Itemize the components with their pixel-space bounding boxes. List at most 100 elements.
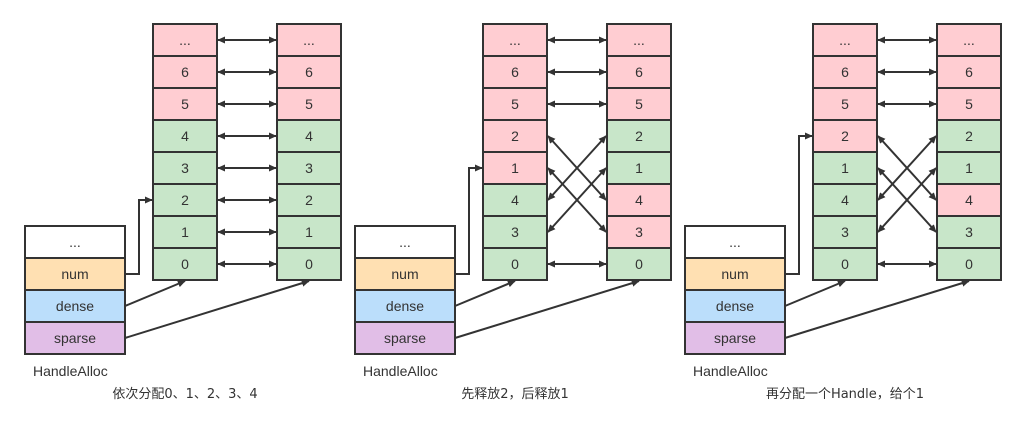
- sparse-cell-label: 5: [965, 96, 973, 112]
- sparse-cell: 1: [936, 151, 1002, 185]
- sparse-cell-box: [936, 215, 1002, 249]
- sparse-cell-label: 3: [305, 160, 313, 176]
- sparse-pointer-arrow: [124, 279, 310, 339]
- dense-cell-label: 0: [841, 256, 849, 272]
- sparse-cell: 4: [276, 119, 342, 153]
- dense-cell-label: 0: [181, 256, 189, 272]
- dense-cell-box: [812, 55, 878, 89]
- struct-field-sparse: sparse: [354, 321, 456, 355]
- struct-field-num: num: [24, 257, 126, 291]
- dense-cell: 3: [812, 215, 878, 249]
- dense-cell: 1: [812, 151, 878, 185]
- dense-cell-label: 4: [841, 192, 849, 208]
- dense-cell: 5: [812, 87, 878, 121]
- sparse-cell-label: 6: [965, 64, 973, 80]
- sparse-cell-box: [606, 119, 672, 153]
- dense-cell: 4: [812, 183, 878, 217]
- dense-cell-label: ...: [179, 32, 191, 48]
- dense-cell: 0: [812, 247, 878, 281]
- dense-cell: 6: [152, 55, 218, 89]
- dense-cell-label: 4: [181, 128, 189, 144]
- struct-field-ellipsis-label: ...: [399, 234, 411, 250]
- struct-field-sparse-box: [24, 321, 126, 355]
- struct-field-sparse: sparse: [24, 321, 126, 355]
- sparse-cell-box: [936, 119, 1002, 153]
- sparse-cell: ...: [936, 23, 1002, 57]
- sparse-cell: 1: [606, 151, 672, 185]
- sparse-cell: 0: [936, 247, 1002, 281]
- dense-cell-label: 3: [511, 224, 519, 240]
- struct-field-ellipsis-box: [354, 225, 456, 259]
- dense-cell-label: 2: [841, 128, 849, 144]
- dense-cell: 3: [482, 215, 548, 249]
- dense-cell-label: 3: [181, 160, 189, 176]
- sparse-cell-label: 1: [305, 224, 313, 240]
- sparse-cell-label: 0: [965, 256, 973, 272]
- struct-name: HandleAlloc: [33, 363, 108, 379]
- dense-cell-box: [482, 183, 548, 217]
- sparse-cell-label: 0: [635, 256, 643, 272]
- dense-cell: 0: [482, 247, 548, 281]
- struct-field-num: num: [684, 257, 786, 291]
- struct-field-dense: dense: [24, 289, 126, 323]
- sparse-cell-box: [276, 247, 342, 281]
- sparse-cell-label: 6: [305, 64, 313, 80]
- sparse-cell: ...: [276, 23, 342, 57]
- dense-cell: 0: [152, 247, 218, 281]
- sparse-cell: 0: [276, 247, 342, 281]
- dense-cell-label: 5: [511, 96, 519, 112]
- dense-cell-label: ...: [509, 32, 521, 48]
- struct-field-sparse-box: [684, 321, 786, 355]
- struct-field-dense-label: dense: [386, 298, 424, 314]
- sparse-cell-label: 2: [965, 128, 973, 144]
- dense-cell-label: ...: [839, 32, 851, 48]
- bidirectional-arrow: [877, 167, 937, 233]
- dense-cell-label: 2: [511, 128, 519, 144]
- num-pointer-arrow: [785, 132, 813, 275]
- sparse-cell-label: ...: [633, 32, 645, 48]
- sparse-cell-label: 4: [965, 192, 973, 208]
- struct-field-ellipsis-label: ...: [69, 234, 81, 250]
- struct-field-dense-box: [684, 289, 786, 323]
- sparse-cell: 4: [936, 183, 1002, 217]
- panel-caption: 再分配一个Handle，给个1: [766, 387, 924, 402]
- dense-pointer-arrow: [124, 280, 186, 307]
- sparse-pointer-arrow: [784, 279, 970, 339]
- struct-field-num-label: num: [721, 266, 748, 282]
- panel-2: ...6521430...6521430...numdensesparseHan…: [354, 23, 672, 402]
- sparse-cell: 2: [936, 119, 1002, 153]
- dense-cell-box: [812, 215, 878, 249]
- dense-cell-box: [812, 183, 878, 217]
- sparse-cell: 3: [606, 215, 672, 249]
- struct-field-dense: dense: [684, 289, 786, 323]
- sparse-cell-label: 1: [635, 160, 643, 176]
- mapping-arrows: [217, 36, 277, 268]
- struct-field-ellipsis-label: ...: [729, 234, 741, 250]
- dense-cell: 3: [152, 151, 218, 185]
- struct-field-num-label: num: [61, 266, 88, 282]
- dense-cell-label: 1: [511, 160, 519, 176]
- dense-cell: 2: [482, 119, 548, 153]
- dense-cell-label: 6: [181, 64, 189, 80]
- dense-cell-label: 1: [181, 224, 189, 240]
- sparse-cell-box: [606, 151, 672, 185]
- struct-field-sparse-label: sparse: [384, 330, 426, 346]
- dense-pointer-arrow: [784, 280, 846, 307]
- dense-cell: 1: [152, 215, 218, 249]
- dense-cell-label: 5: [841, 96, 849, 112]
- dense-cell: ...: [812, 23, 878, 57]
- dense-cell-box: [482, 215, 548, 249]
- struct-field-num-box: [354, 257, 456, 291]
- struct-name: HandleAlloc: [363, 363, 438, 379]
- sparse-cell: 2: [606, 119, 672, 153]
- sparse-cell: 0: [606, 247, 672, 281]
- sparse-cell-label: 5: [635, 96, 643, 112]
- dense-cell-box: [812, 151, 878, 185]
- sparse-cell-label: ...: [963, 32, 975, 48]
- sparse-cell-box: [276, 119, 342, 153]
- sparse-cell-box: [606, 183, 672, 217]
